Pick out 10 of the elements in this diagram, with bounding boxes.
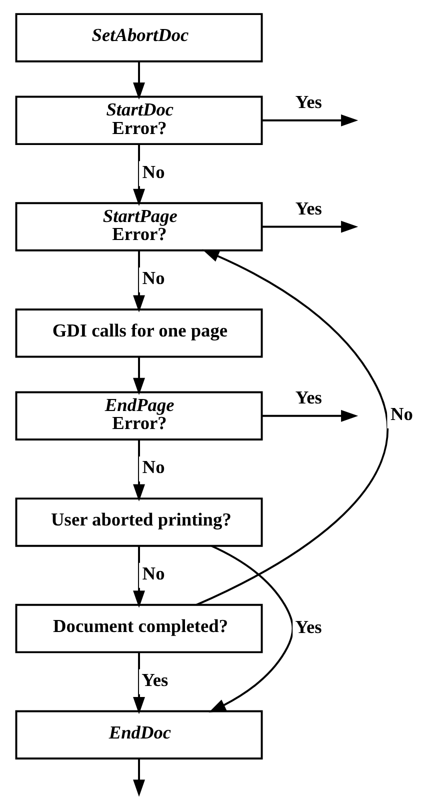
edge-label: Yes xyxy=(141,670,168,690)
edge-label: No xyxy=(142,268,164,288)
edge-label: No xyxy=(142,457,164,478)
edge-label: Yes xyxy=(294,198,322,219)
edge-label: No xyxy=(142,564,164,584)
edge-label: Yes xyxy=(294,616,322,637)
edge-label: No xyxy=(142,162,164,182)
edge-label: Yes xyxy=(294,388,322,408)
edge-label: No xyxy=(390,404,412,424)
edge-label: Yes xyxy=(294,92,322,112)
